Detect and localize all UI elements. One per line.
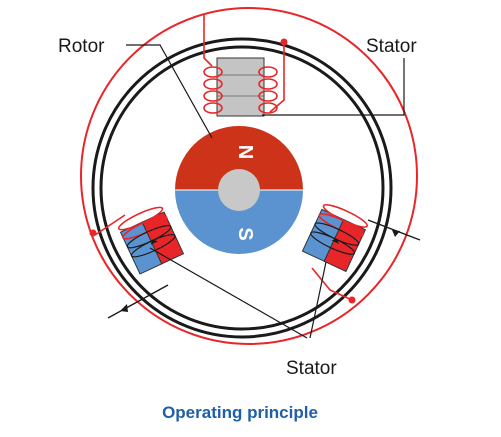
arrow-bottom-right	[392, 230, 400, 237]
lead-bottom-right-2	[311, 267, 353, 301]
stator-bottom-label: Stator	[286, 358, 337, 379]
rotor-north-half	[175, 126, 303, 190]
rotor-hub	[218, 169, 260, 211]
stator-outer-ring	[91, 37, 393, 339]
rotor-south-half	[175, 190, 303, 254]
lead-bottom-left-2	[107, 284, 169, 319]
outer-wire-ring	[80, 7, 418, 345]
rotor-label: Rotor	[58, 36, 105, 57]
pole-north-label: N	[234, 145, 256, 159]
arrow-bottom-left	[120, 304, 128, 312]
stator-coil-bottom-left	[117, 206, 185, 275]
stator-top-leader-line	[262, 58, 405, 116]
pole-south-label: S	[234, 227, 256, 240]
stator-inner-ring	[99, 45, 385, 331]
lead-bottom-left	[94, 214, 126, 236]
stator-top-label: Stator	[366, 36, 417, 57]
stator-bottom-leader-line-2	[309, 261, 327, 339]
junction-right	[348, 296, 356, 304]
junction-left	[89, 229, 97, 237]
caption: Operating principle	[162, 403, 318, 422]
lead-bottom-right	[367, 219, 421, 241]
rotor-leader-line	[126, 44, 213, 139]
stator-coil-top	[203, 14, 288, 117]
stator-coil-bottom-right	[301, 204, 368, 273]
rotor: N S	[175, 126, 303, 254]
stator-bottom-leader-line-1	[149, 247, 308, 339]
